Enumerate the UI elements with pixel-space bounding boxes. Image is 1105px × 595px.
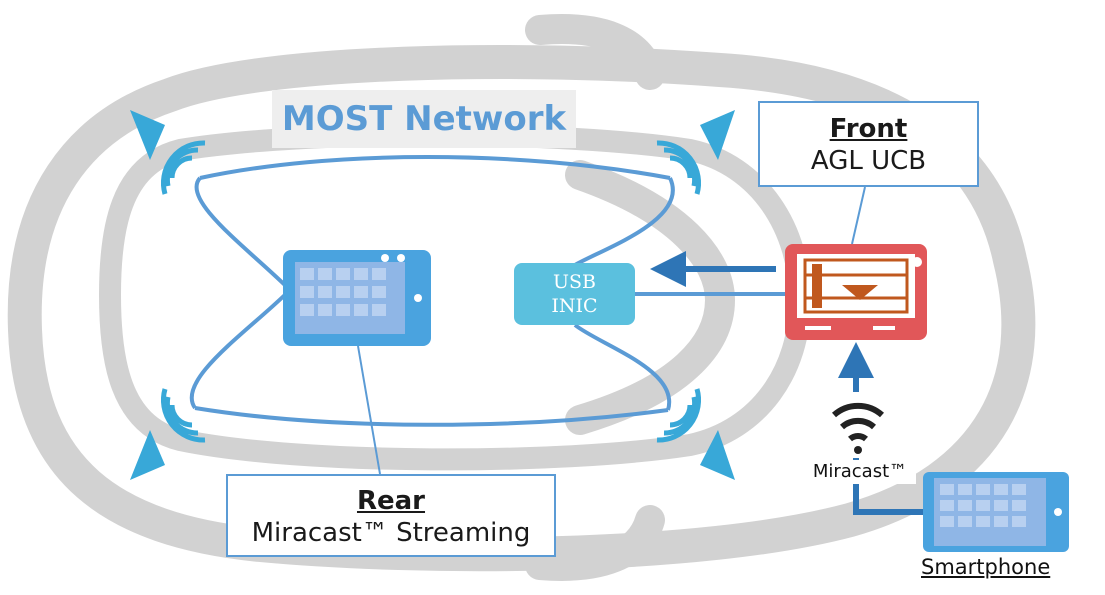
usb-inic-box: USB INIC xyxy=(514,263,635,325)
car-outer-body xyxy=(7,45,1036,572)
network-loop-left xyxy=(189,176,293,410)
smartphone-label: Smartphone xyxy=(921,555,1051,579)
car-roof-top xyxy=(525,14,665,90)
front-label-box: Front AGL UCB xyxy=(758,101,979,187)
network-loop-bottom xyxy=(194,406,669,427)
network-loop-right xyxy=(573,177,675,411)
head-unit-icon xyxy=(785,244,927,340)
rear-callout-line xyxy=(357,345,381,475)
wifi-icon xyxy=(826,392,890,458)
speaker-icon xyxy=(656,110,735,195)
smartphone-icon xyxy=(923,472,1069,552)
most-network-title: MOST Network xyxy=(272,90,576,148)
most-network-ring xyxy=(189,155,675,427)
speaker-icon xyxy=(656,388,735,480)
front-subtitle: AGL UCB xyxy=(810,146,927,176)
front-callout-line xyxy=(851,186,866,245)
speaker-icon xyxy=(130,388,206,480)
car-silhouette xyxy=(7,14,1036,581)
front-title: Front xyxy=(829,114,908,144)
rear-label-box: Rear Miracast™ Streaming xyxy=(226,474,556,557)
miracast-label: Miracast™ xyxy=(804,460,916,484)
usb-inic-line2: INIC xyxy=(551,295,598,317)
speaker-icon xyxy=(130,110,206,195)
tablet-icon xyxy=(283,250,431,346)
car-roof-bottom xyxy=(525,505,665,581)
rear-title: Rear xyxy=(356,486,426,516)
rear-subtitle: Miracast™ Streaming xyxy=(251,518,531,548)
car-windshield xyxy=(565,160,736,435)
car-inner-cabin xyxy=(98,124,812,471)
usb-inic-line1: USB xyxy=(553,271,596,293)
network-loop-top xyxy=(199,155,671,180)
